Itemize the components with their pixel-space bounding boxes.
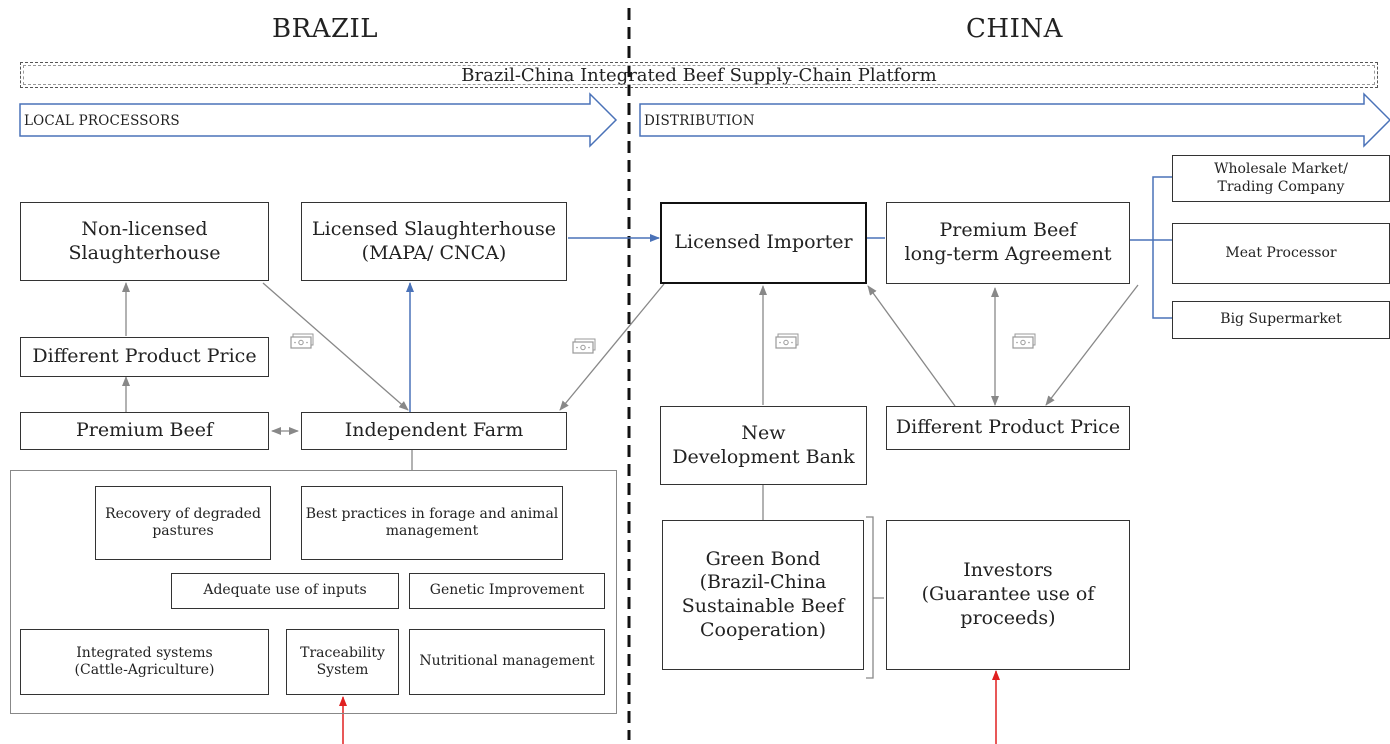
licensed-importer-box: Licensed Importer [660, 202, 867, 284]
big-supermarket-box: Big Supermarket [1172, 301, 1390, 339]
money-icon [1012, 333, 1036, 349]
china-different-price-box: Different Product Price [886, 406, 1130, 450]
importer-to-farm-arrow [559, 283, 665, 411]
green-bond-box: Green Bond (Brazil-China Sustainable Bee… [662, 520, 864, 670]
money-icon [290, 333, 314, 349]
new-development-bank-box: New Development Bank [660, 406, 867, 485]
local-processors-label: LOCAL PROCESSORS [24, 113, 180, 129]
meat-processor-box: Meat Processor [1172, 223, 1390, 284]
brazil-title: BRAZIL [272, 14, 379, 44]
non-licensed-slaughterhouse-box: Non-licensed Slaughterhouse [20, 202, 269, 281]
distribution-bracket [1152, 176, 1172, 319]
premium-beef-box: Premium Beef [20, 412, 269, 450]
farm-practices-group [10, 470, 617, 714]
money-icon [775, 333, 799, 349]
recovery-pastures-box: Recovery of degraded pastures [95, 486, 271, 560]
investors-box: Investors (Guarantee use of proceeds) [886, 520, 1130, 670]
wholesale-market-box: Wholesale Market/ Trading Company [1172, 155, 1390, 202]
distribution-label: DISTRIBUTION [644, 113, 755, 129]
money-icon [572, 338, 596, 354]
independent-farm-box: Independent Farm [301, 412, 567, 450]
buyers-to-price-arrow [1045, 284, 1139, 406]
licensed-slaughterhouse-box: Licensed Slaughterhouse (MAPA/ CNCA) [301, 202, 567, 281]
price-to-importer-arrow [867, 285, 956, 407]
genetic-improvement-box: Genetic Improvement [409, 573, 605, 609]
nutritional-management-box: Nutritional management [409, 629, 605, 695]
integrated-systems-box: Integrated systems (Cattle-Agriculture) [20, 629, 269, 695]
brazil-different-price-box: Different Product Price [20, 337, 269, 377]
local-processors-arrow [19, 92, 618, 148]
platform-banner: Brazil-China Integrated Beef Supply-Chai… [20, 62, 1378, 88]
china-title: CHINA [966, 14, 1063, 44]
adequate-inputs-box: Adequate use of inputs [171, 573, 399, 609]
distribution-arrow [639, 92, 1390, 148]
traceability-system-box: Traceability System [286, 629, 399, 695]
bond-investor-bracket [866, 516, 884, 679]
licensed-to-farm-arrow [262, 282, 409, 411]
best-practices-box: Best practices in forage and animal mana… [301, 486, 563, 560]
premium-agreement-box: Premium Beef long-term Agreement [886, 202, 1130, 284]
